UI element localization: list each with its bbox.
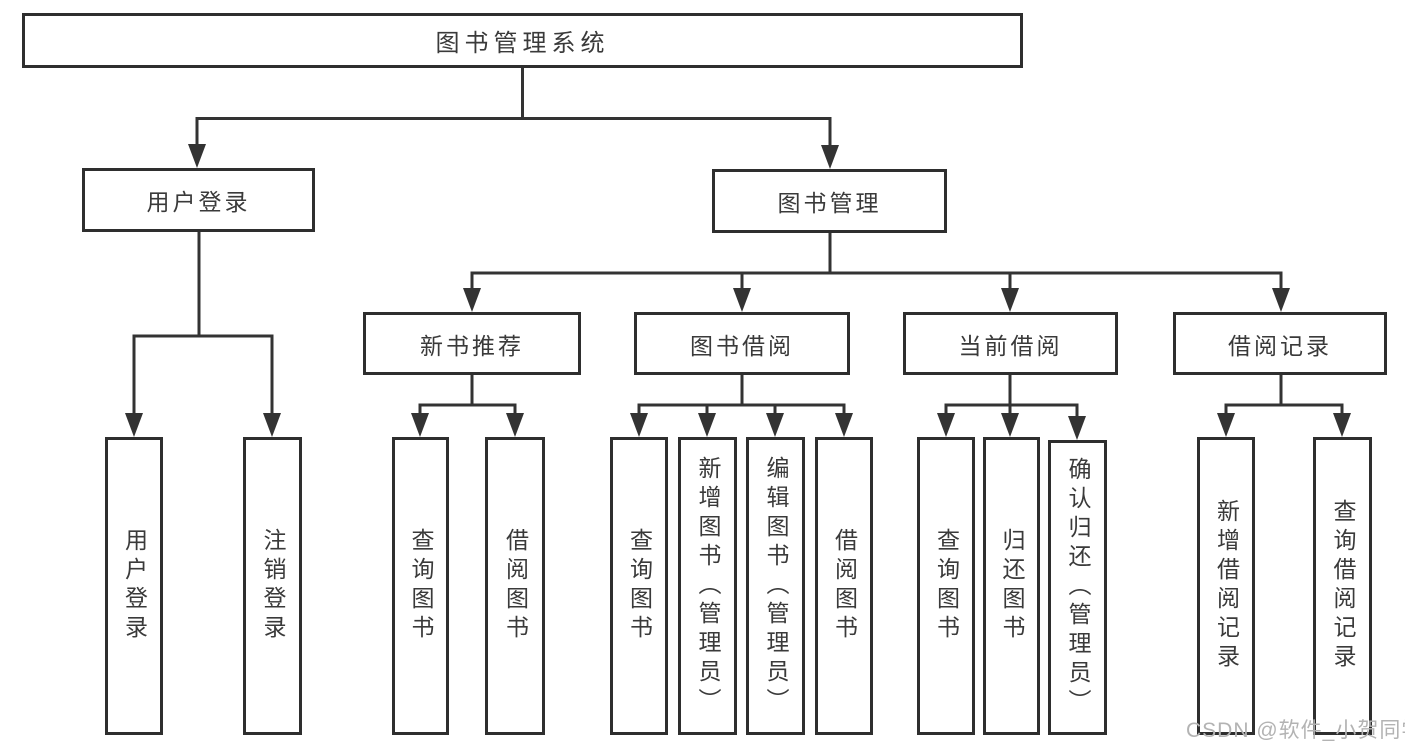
arrowhead-icons	[125, 144, 1351, 440]
node-library-management-system: 图书管理系统	[22, 13, 1023, 68]
node-current-borrowing: 当前借阅	[903, 312, 1118, 375]
node-label: 查询图书	[408, 528, 434, 644]
node-label: 当前借阅	[958, 332, 1063, 359]
node-user-login: 用户登录	[82, 168, 315, 232]
node-label: 图书管理系统	[435, 30, 610, 57]
node-label: 用户登录	[146, 189, 251, 215]
node-label: 新增借阅记录	[1213, 499, 1240, 673]
node-label: 图书借阅	[690, 332, 794, 359]
node-label: 新增图书（管理员）	[695, 455, 721, 717]
node-new-book-recommendation: 新书推荐	[363, 312, 581, 375]
node-label: 新书推荐	[420, 332, 524, 359]
node-query-books-borrowing: 查询图书	[610, 437, 668, 735]
node-label: 归还图书	[999, 528, 1025, 644]
node-borrow-books-borrowing: 借阅图书	[815, 437, 873, 735]
node-label: 查询图书	[933, 528, 960, 644]
node-confirm-return-admin: 确认归还（管理员）	[1048, 440, 1107, 735]
node-book-management: 图书管理	[712, 169, 947, 233]
node-book-borrowing: 图书借阅	[634, 312, 850, 375]
node-label: 编辑图书（管理员）	[763, 455, 789, 717]
node-logout: 注销登录	[243, 437, 302, 735]
node-return-books: 归还图书	[983, 437, 1040, 735]
node-query-books-current: 查询图书	[917, 437, 975, 735]
node-edit-books-admin: 编辑图书（管理员）	[746, 437, 805, 735]
node-label: 确认归还（管理员）	[1065, 457, 1091, 718]
node-label: 借阅图书	[502, 528, 529, 644]
node-query-borrowing-record: 查询借阅记录	[1313, 437, 1372, 735]
node-add-borrowing-record: 新增借阅记录	[1197, 437, 1255, 735]
node-label: 查询借阅记录	[1330, 499, 1356, 673]
node-label: 查询图书	[626, 528, 653, 644]
node-borrow-books-recommend: 借阅图书	[485, 437, 545, 735]
node-label: 用户登录	[121, 528, 148, 644]
csdn-watermark: CSDN @软件_小贺同学	[1186, 719, 1405, 742]
node-user-login-leaf: 用户登录	[105, 437, 163, 735]
node-add-books-admin: 新增图书（管理员）	[678, 437, 737, 735]
node-query-books-recommend: 查询图书	[392, 437, 449, 735]
node-label: 注销登录	[260, 528, 286, 644]
node-borrowing-records: 借阅记录	[1173, 312, 1387, 375]
node-label: 借阅图书	[831, 528, 858, 644]
node-label: 借阅记录	[1228, 332, 1332, 359]
node-label: 图书管理	[777, 190, 882, 216]
